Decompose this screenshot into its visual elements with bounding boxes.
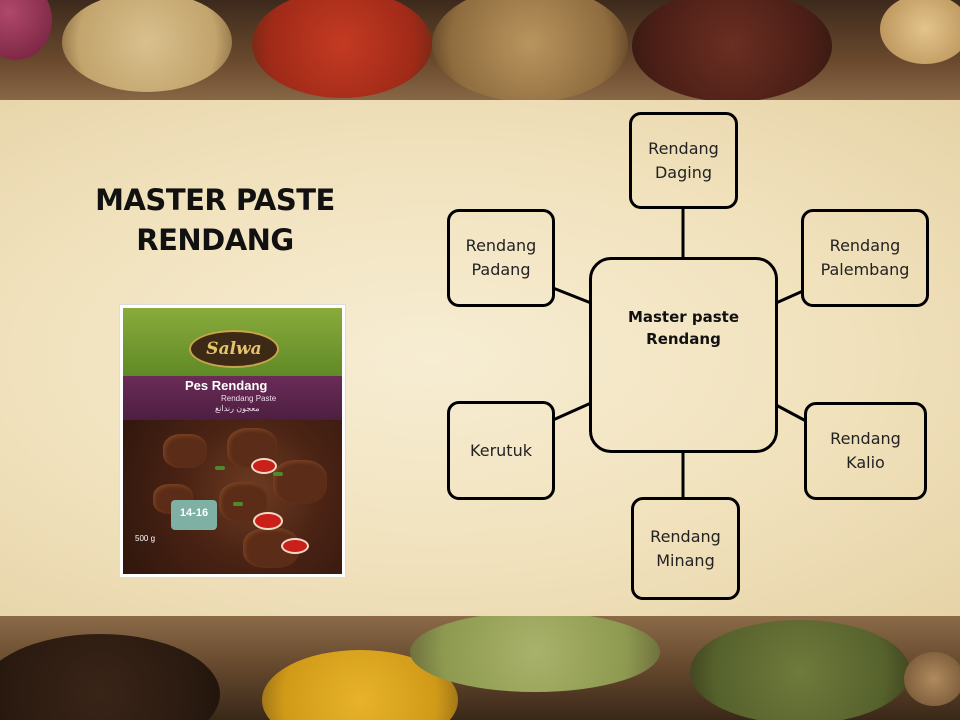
connector-kalio [775, 403, 807, 423]
node-rendang-minang: Rendang Minang [631, 497, 740, 600]
dried-herb-bowl [690, 620, 910, 720]
center-node-master-paste: Master paste Rendang [589, 257, 778, 453]
center-node-line-2: Rendang [646, 330, 721, 348]
node-label-line: Rendang [830, 429, 901, 448]
node-label-line: Daging [654, 162, 712, 182]
node-label-line: Rendang [829, 236, 901, 255]
herb-powder-bowl [410, 612, 660, 692]
connector-palembang [775, 289, 804, 305]
slide-title: MASTER PASTE RENDANG [70, 180, 360, 260]
product-arabic-name: معجون رندانغ [215, 404, 260, 413]
node-label-line: Kerutuk [470, 440, 532, 460]
brand-logo: Salwa [189, 330, 279, 368]
product-package-image: Salwa Pes Rendang Rendang Paste معجون رن… [120, 305, 345, 577]
center-node-line-1: Master paste [627, 308, 740, 326]
connector-padang [552, 286, 592, 305]
net-weight: 500 g [135, 534, 156, 543]
chili-powder-bowl [252, 0, 432, 98]
product-name: Pes Rendang [185, 378, 268, 393]
node-label-line: Padang [471, 260, 531, 279]
node-rendang-daging: Rendang Daging [629, 112, 738, 209]
node-label-line: Rendang [648, 138, 719, 158]
node-kerutuk: Kerutuk [447, 401, 555, 500]
coriander-seed-bowl [432, 0, 628, 102]
slide-title-line-2: RENDANG [136, 223, 294, 257]
node-label-line: Palembang [820, 260, 910, 279]
nutmeg [904, 652, 960, 706]
slide-title-line-1: MASTER PASTE [95, 183, 335, 217]
ginger-powder-bowl [62, 0, 232, 92]
spice-border-bottom [0, 612, 960, 720]
rendang-food-photo [123, 420, 342, 574]
node-rendang-palembang: Rendang Palembang [801, 209, 929, 307]
ginger-root [880, 0, 960, 64]
connector-kerutuk [552, 401, 592, 422]
node-rendang-padang: Rendang Padang [447, 209, 555, 307]
spice-border-top [0, 0, 960, 104]
package-label-band [123, 376, 342, 420]
pepper-bowl [632, 0, 832, 102]
serving-badge: 14-16 [171, 500, 217, 530]
node-rendang-kalio: Rendang Kalio [804, 402, 927, 500]
product-subtitle: Rendang Paste [221, 394, 277, 403]
node-label-line: Rendang [465, 236, 537, 255]
node-label-line: Rendang [650, 526, 721, 546]
node-label-line: Kalio [846, 453, 885, 472]
node-label-line: Minang [656, 550, 715, 570]
